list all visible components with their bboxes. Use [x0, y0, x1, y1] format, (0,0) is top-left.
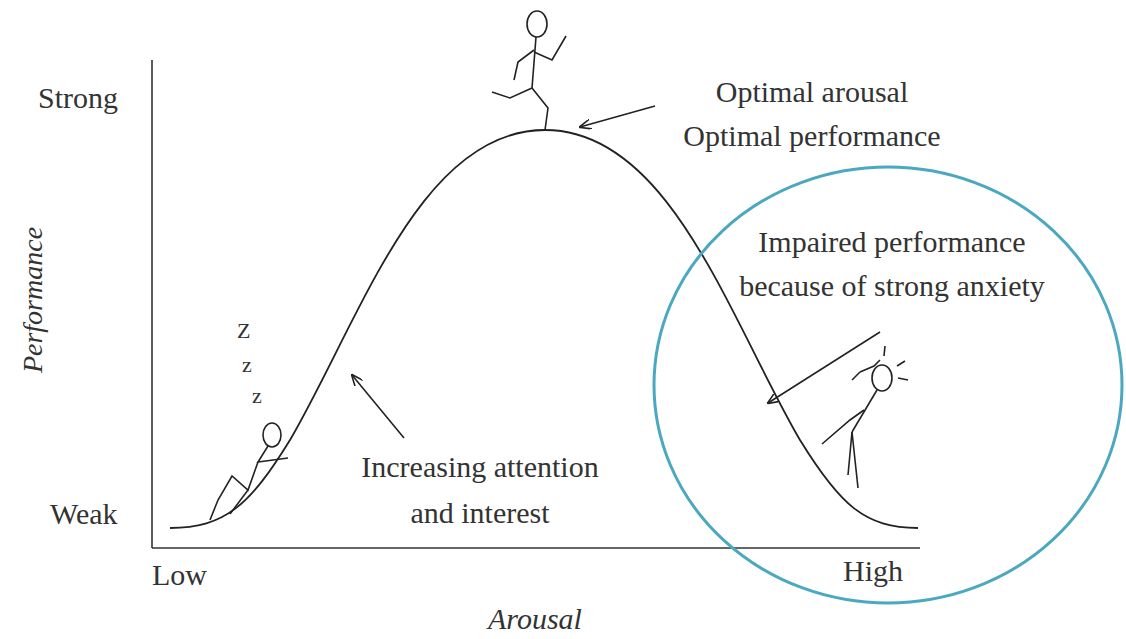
- circle-outline: [654, 167, 1122, 603]
- anxious-figure: [822, 346, 908, 488]
- x-axis: [152, 547, 920, 549]
- sleep-symbol: Z: [237, 318, 250, 344]
- highlight-circle: Impaired performance because of strong a…: [652, 165, 1124, 605]
- y-axis: [151, 60, 153, 548]
- axis-value-label: Weak: [50, 496, 118, 532]
- axis-value-label: High: [843, 553, 903, 589]
- leader-arrow: [352, 375, 404, 438]
- leader-arrow: [580, 106, 655, 127]
- leader-arrow: [768, 332, 880, 403]
- sleep-symbol: z: [242, 352, 252, 378]
- annotation-text: Optimal arousal Optimal performance: [672, 70, 952, 158]
- axis-title: Arousal: [488, 601, 582, 637]
- sleep-symbol: z: [252, 383, 262, 409]
- axis-value-label: Strong: [38, 80, 118, 116]
- sleeping-figure: [210, 423, 288, 520]
- axis-title: Performance: [16, 227, 50, 373]
- annotation-text: Impaired performance because of strong a…: [732, 220, 1052, 308]
- running-figure: [492, 11, 566, 130]
- axis-value-label: Low: [152, 557, 207, 593]
- annotation-text: Increasing attention and interest: [345, 444, 615, 536]
